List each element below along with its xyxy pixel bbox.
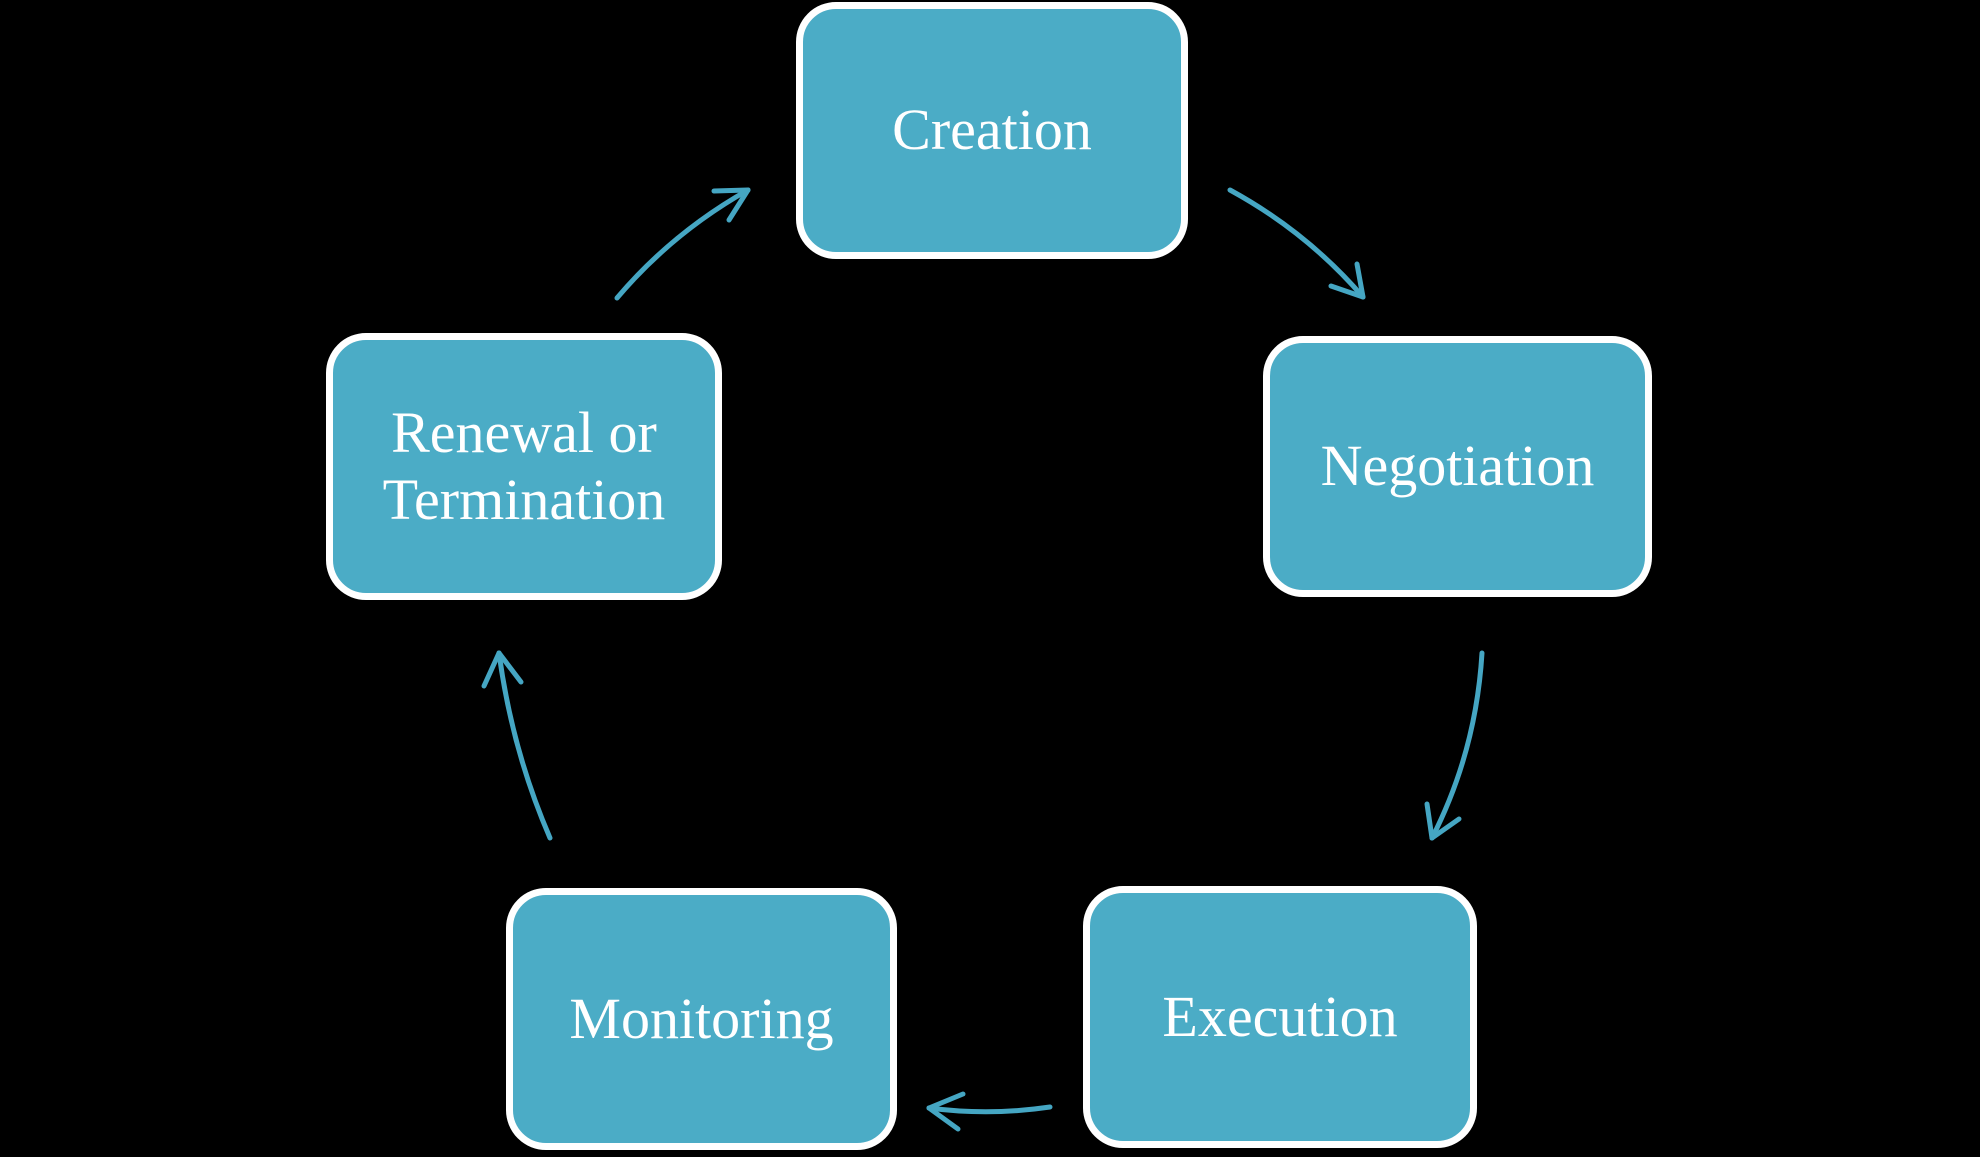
arrow-monitoring-to-renewal [481,650,553,841]
node-monitoring-label: Monitoring [569,985,834,1051]
node-negotiation-label: Negotiation [1320,433,1595,499]
arrow-negotiation-to-execution [1424,650,1485,841]
arrow-execution-to-monitoring [926,1091,1053,1132]
arrow-creation-to-negotiation [1227,187,1366,300]
node-execution-label: Execution [1162,983,1398,1049]
node-renewal-label-line1: Renewal or [391,399,657,465]
node-monitoring: Monitoring [506,888,897,1150]
node-renewal-or-termination: Renewal or Termination [326,333,722,600]
node-execution: Execution [1083,886,1477,1148]
node-negotiation: Negotiation [1263,336,1652,597]
node-creation: Creation [796,2,1188,259]
node-creation-label: Creation [892,97,1092,163]
arrow-renewal-to-creation [614,187,751,301]
node-renewal-label-line2: Termination [382,466,666,532]
